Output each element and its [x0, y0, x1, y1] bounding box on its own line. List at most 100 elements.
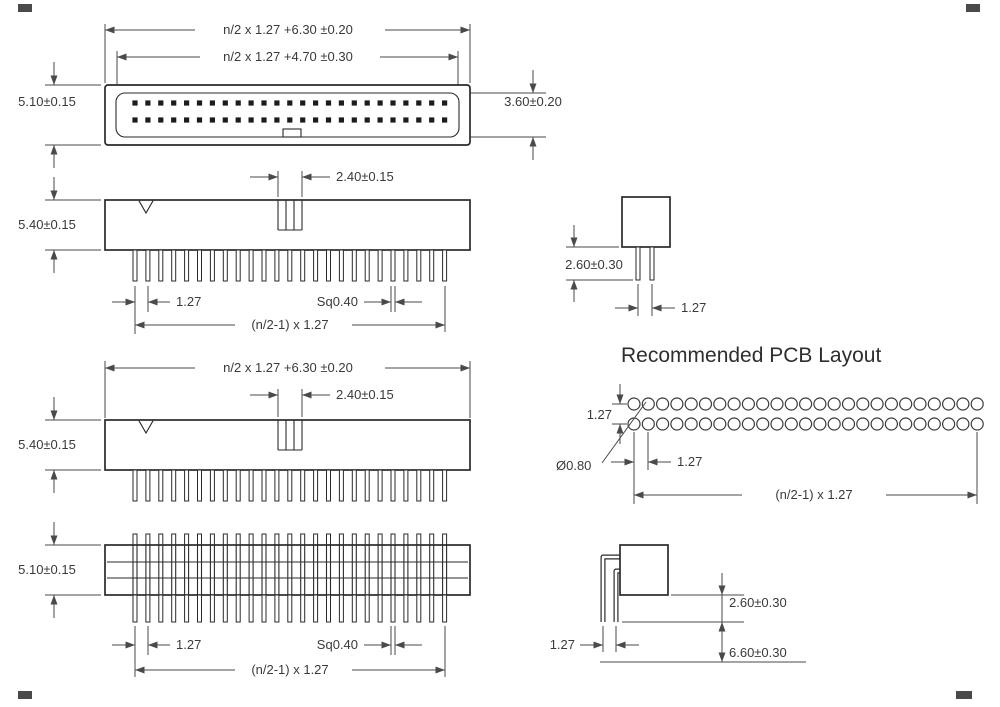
- pin: [313, 249, 319, 282]
- pcb-hole: [770, 417, 784, 431]
- pin: [145, 533, 151, 546]
- pin: [429, 594, 435, 623]
- dim-label-pcb-hole-pitch: 1.27: [677, 454, 702, 469]
- dim-top-body-height: [45, 62, 101, 168]
- pin: [209, 594, 215, 623]
- pin: [403, 533, 409, 546]
- pcb-hole: [756, 397, 770, 411]
- pin: [351, 469, 357, 502]
- pin: [222, 469, 228, 502]
- dim-label-body-height-c: 5.10±0.15: [18, 562, 76, 577]
- dim-pin-square-a: [364, 286, 422, 312]
- dim-outer-width-b: [104, 361, 471, 418]
- contact-square: [145, 100, 151, 106]
- contact-square: [313, 117, 319, 123]
- pcb-hole: [655, 397, 670, 411]
- pin: [635, 246, 641, 281]
- pcb-hole: [770, 397, 784, 411]
- pcb-hole: [741, 397, 756, 411]
- pin: [235, 594, 241, 623]
- contact-square: [222, 117, 228, 123]
- contact-square: [442, 117, 448, 123]
- pin: [261, 249, 267, 282]
- contact-square: [235, 117, 241, 123]
- front-body-a: [104, 199, 471, 251]
- pin: [209, 249, 215, 282]
- top-view-body: [104, 84, 471, 146]
- contact-square: [416, 117, 422, 123]
- pin: [377, 594, 383, 623]
- pin: [235, 469, 241, 502]
- dim-label-pin-pitch-a: 1.27: [176, 294, 201, 309]
- pin: [132, 249, 138, 282]
- pcb-hole: [870, 397, 884, 411]
- dim-body-height-b: [45, 397, 101, 493]
- side-view-b: 1.27 2.60±0.30 6.60±0.30: [550, 544, 806, 663]
- pin: [145, 249, 151, 282]
- pcb-hole: [941, 397, 956, 411]
- dim-label-top-cavity-height: 3.60±0.20: [504, 94, 562, 109]
- pin: [184, 469, 190, 502]
- pin: [326, 469, 331, 502]
- polarity-v-notch: [138, 420, 154, 435]
- pcb-hole: [627, 397, 641, 411]
- corner-mark: [966, 4, 980, 12]
- front-view-b: n/2 x 1.27 +6.30 ±0.20 2.40±0.15 5.40±0.…: [18, 360, 471, 502]
- contact-square: [338, 117, 344, 123]
- pin: [235, 249, 241, 282]
- pcb-hole: [698, 417, 713, 431]
- pin: [390, 594, 396, 623]
- pin: [300, 249, 306, 282]
- pcb-hole: [756, 417, 770, 431]
- top-view: n/2 x 1.27 +6.30 ±0.20 n/2 x 1.27 +4.70 …: [18, 22, 562, 168]
- pin: [390, 249, 396, 282]
- pin: [197, 533, 202, 546]
- pcb-hole: [970, 397, 984, 411]
- pcb-hole: [841, 417, 856, 431]
- pin: [261, 533, 267, 546]
- pin: [313, 594, 319, 623]
- contact-square: [377, 100, 383, 106]
- pcb-hole: [641, 397, 655, 411]
- contact-square: [325, 100, 332, 106]
- dim-key-width-a: [250, 171, 330, 197]
- pcb-hole: [870, 417, 884, 431]
- pin: [235, 533, 241, 546]
- pcb-hole: [827, 417, 841, 431]
- pin: [132, 594, 138, 623]
- pcb-hole: [698, 397, 713, 411]
- pin: [222, 533, 228, 546]
- contact-square: [274, 100, 280, 106]
- pin: [287, 469, 293, 502]
- pin: [364, 469, 370, 502]
- dim-label-top-outer-width: n/2 x 1.27 +6.30 ±0.20: [223, 22, 353, 37]
- contact-square: [209, 100, 215, 106]
- pin: [261, 594, 267, 623]
- pin: [403, 469, 409, 502]
- pin: [287, 533, 293, 546]
- pin: [377, 533, 383, 546]
- top-view-key-notch: [282, 128, 302, 138]
- pcb-hole: [741, 417, 756, 431]
- pcb-hole: [798, 417, 813, 431]
- dim-label-pcb-span: (n/2-1) x 1.27: [775, 487, 852, 502]
- contact-square: [351, 117, 357, 123]
- front-body-b: [104, 419, 471, 471]
- pcb-hole: [856, 417, 870, 431]
- pin: [274, 249, 280, 282]
- dim-label-pin-length-a: 2.60±0.30: [565, 257, 623, 272]
- pcb-holes: [627, 397, 984, 431]
- contact-square: [287, 100, 293, 106]
- pcb-hole: [641, 417, 655, 431]
- pin: [442, 594, 448, 623]
- contact-square: [145, 117, 151, 123]
- dim-pin-square-c: [364, 626, 422, 655]
- contact-square: [132, 100, 138, 106]
- pin: [274, 594, 280, 623]
- pin: [171, 249, 177, 282]
- dim-top-cavity-height: [461, 70, 546, 160]
- contact-square: [209, 117, 215, 123]
- dim-label-body-height-a: 5.40±0.15: [18, 217, 76, 232]
